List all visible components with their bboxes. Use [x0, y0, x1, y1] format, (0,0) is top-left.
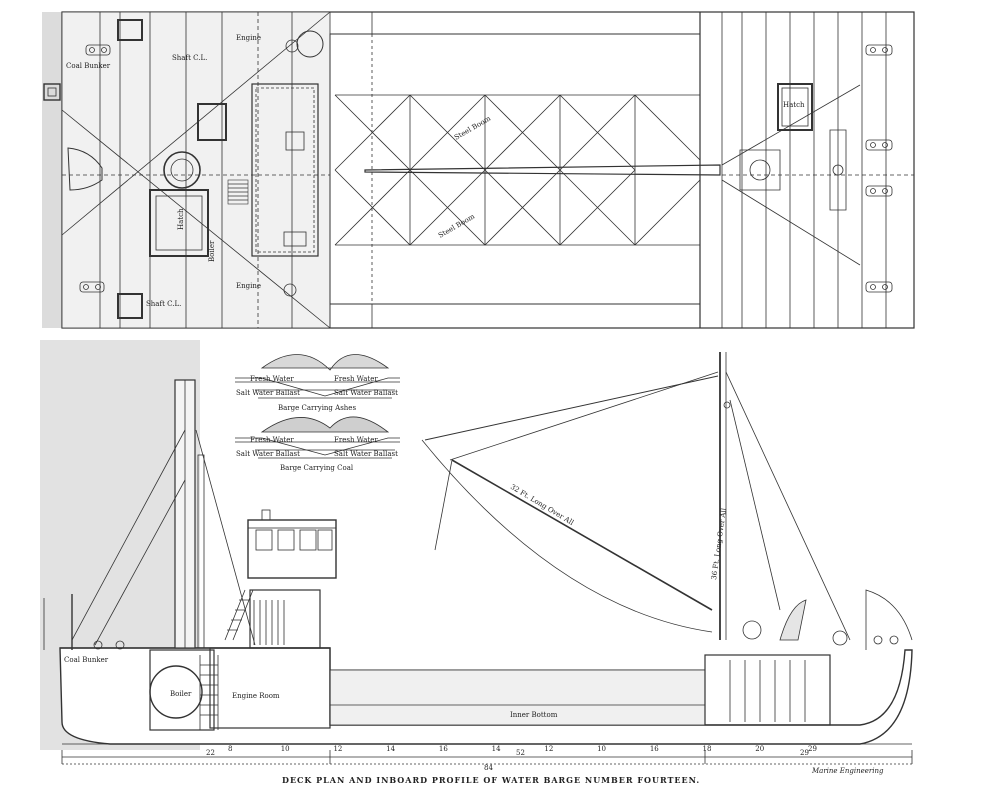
deck-label-engine-bottom: Engine: [236, 282, 261, 290]
dim-22: 22: [206, 749, 215, 757]
frame-number: 20: [755, 745, 764, 753]
ashes-fresh-left: Fresh Water: [250, 375, 294, 383]
frame-number-row: 8 10 12 14 16 14 12 10 16 18 20 29: [228, 745, 817, 753]
coal-fresh-right: Fresh Water: [334, 436, 378, 444]
dim-29: 29: [800, 749, 809, 757]
frame-number: 12: [333, 745, 342, 753]
coal-ballast-left: Salt Water Ballast: [236, 450, 300, 458]
engraving-credit: Marine Engineering: [811, 767, 884, 775]
inset-cross-sections: [235, 354, 400, 459]
inset-labels: Fresh Water Fresh Water Salt Water Balla…: [236, 375, 398, 472]
ashes-ballast-left: Salt Water Ballast: [236, 389, 300, 397]
frame-number: 16: [439, 745, 448, 753]
frame-number: 10: [597, 745, 606, 753]
figure-caption: DECK PLAN AND INBOARD PROFILE OF WATER B…: [282, 775, 700, 785]
dimension-labels: 22 52 29 84: [206, 749, 809, 772]
profile-label-engine-room: Engine Room: [232, 692, 280, 700]
profile-label-boiler: Boiler: [170, 690, 192, 698]
frame-number: 10: [281, 745, 290, 753]
deck-label-coal-bunker: Coal Bunker: [66, 62, 111, 70]
frame-number: 29: [808, 745, 817, 753]
frame-number: 14: [386, 745, 395, 753]
dim-52: 52: [516, 749, 525, 757]
profile-label-coal-bunker: Coal Bunker: [64, 656, 109, 664]
deck-label-engine-top: Engine: [236, 34, 261, 42]
deck-label-hatch-left: Hatch: [177, 208, 185, 230]
coal-ballast-right: Salt Water Ballast: [334, 450, 398, 458]
deck-label-shaft-cl-top: Shaft C.L.: [172, 54, 207, 62]
dim-overall: 84: [484, 764, 493, 772]
frame-number: 16: [650, 745, 659, 753]
frame-number: 18: [703, 745, 712, 753]
deck-plan: [42, 11, 915, 329]
frame-number: 12: [544, 745, 553, 753]
coal-caption: Barge Carrying Coal: [280, 464, 354, 472]
ashes-fresh-right: Fresh Water: [334, 375, 378, 383]
profile-label-inner-bottom: Inner Bottom: [510, 711, 558, 719]
deck-label-boiler: Boiler: [208, 240, 216, 262]
deck-label-shaft-cl-bottom: Shaft C.L.: [146, 300, 181, 308]
deck-label-hatch-right: Hatch: [783, 101, 805, 109]
ashes-ballast-right: Salt Water Ballast: [334, 389, 398, 397]
inboard-profile: [40, 340, 913, 765]
coal-fresh-left: Fresh Water: [250, 436, 294, 444]
frame-number: 8: [228, 745, 232, 753]
frame-number: 14: [492, 745, 501, 753]
ashes-caption: Barge Carrying Ashes: [278, 404, 356, 412]
